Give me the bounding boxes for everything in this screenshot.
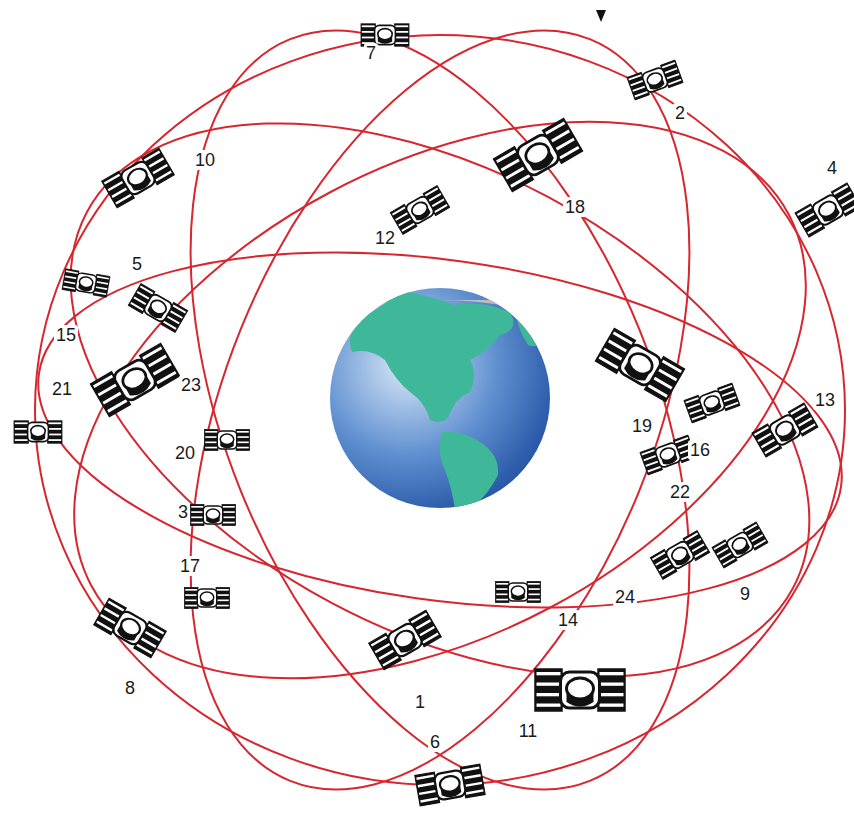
satellite-icon [185, 588, 230, 609]
satellite-icon [496, 582, 541, 603]
callout-number: 8 [123, 678, 137, 698]
satellite-icon [752, 403, 818, 457]
satellite-icon [14, 421, 62, 443]
earth-globe [330, 288, 550, 510]
callout-number: 18 [563, 197, 587, 217]
satellite-icon [535, 669, 625, 711]
satellite-icon [94, 598, 167, 658]
pointer-mark [596, 10, 606, 22]
orbit-path [91, 0, 789, 826]
satellite-icon [712, 522, 768, 568]
satellite-icon [415, 764, 485, 806]
satellite-icon [684, 383, 740, 423]
callout-number: 9 [738, 584, 752, 604]
callout-number: 11 [517, 721, 540, 741]
orbit-path [91, 0, 789, 826]
satellite-icon [627, 60, 683, 100]
callout-number: 5 [130, 254, 144, 274]
callout-number: 19 [630, 416, 654, 436]
satellite-icon [62, 269, 110, 297]
callout-number: 10 [193, 150, 217, 170]
callout-number: 22 [668, 482, 692, 502]
satellite-icon [128, 284, 187, 333]
callout-number: 13 [813, 390, 837, 410]
satellite-icon [191, 505, 236, 526]
callout-number: 6 [428, 732, 442, 752]
callout-number: 17 [178, 556, 202, 576]
callout-number: 3 [176, 502, 190, 522]
orbit-path [0, 9, 854, 791]
satellite-icon [493, 118, 582, 191]
satellite-icon [102, 148, 175, 208]
satellite-icon [205, 430, 250, 451]
callout-number: 4 [825, 158, 839, 178]
callout-number: 21 [50, 379, 74, 399]
callout-number: 1 [413, 692, 427, 712]
satellites [14, 24, 854, 806]
callout-number: 14 [556, 610, 580, 630]
orbit-path [15, 205, 854, 654]
orbit-path [0, 7, 854, 793]
callout-number: 2 [673, 103, 687, 123]
callout-number: 12 [373, 228, 397, 248]
callout-number: 20 [173, 443, 197, 463]
callout-number: 23 [179, 375, 203, 395]
satellite-icon [595, 328, 684, 401]
callout-number: 16 [688, 440, 712, 460]
satellite-icon [90, 343, 179, 416]
callout-number: 7 [364, 43, 378, 63]
satellite-icon [795, 183, 854, 237]
satellite-icon [650, 531, 709, 580]
callout-number: 15 [54, 325, 78, 345]
satellite-icon [369, 610, 442, 670]
callout-number: 24 [613, 587, 637, 607]
satellite-icon [390, 186, 449, 235]
